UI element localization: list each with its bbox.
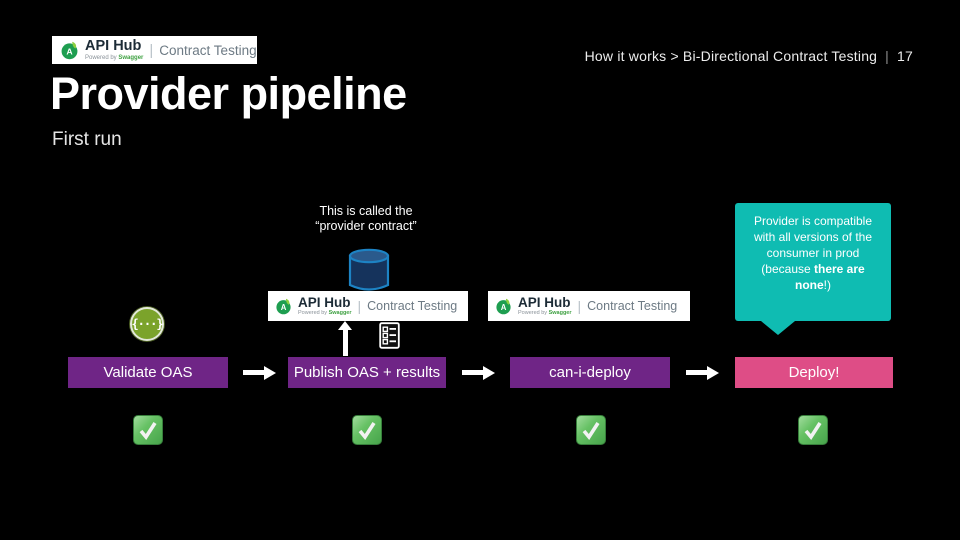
logo-suffix: Contract Testing <box>587 299 678 313</box>
logo-product-name: API Hub <box>85 38 142 55</box>
breadcrumb-text: How it works > Bi-Directional Contract T… <box>584 48 878 64</box>
callout-tail <box>761 321 795 335</box>
step-deploy: Deploy! <box>735 357 893 388</box>
svg-text:A: A <box>66 46 73 56</box>
step-publish-oas-results: Publish OAS + results <box>288 357 446 388</box>
checkmark-icon <box>798 415 828 445</box>
checklist-icon <box>379 322 400 349</box>
logo-wordmark: API Hub Powered by Swagger <box>298 296 352 316</box>
callout-text: Provider is compatible with all versions… <box>753 214 873 276</box>
logo-divider: | <box>357 298 362 314</box>
step-label: can-i-deploy <box>549 364 631 381</box>
logo-divider: | <box>577 298 582 314</box>
api-hub-badge: A API Hub Powered by Swagger | Contract … <box>52 36 257 64</box>
logo-wordmark: API Hub Powered by Swagger <box>518 296 572 316</box>
annotation-line2: “provider contract” <box>315 219 417 233</box>
arrow-up-icon <box>338 321 352 356</box>
logo-wordmark: API Hub Powered by Swagger <box>85 39 143 61</box>
annotation-line1: This is called the <box>319 204 413 218</box>
arrow-right-icon <box>462 365 495 380</box>
checkmark-icon <box>352 415 382 445</box>
callout-text-end: !) <box>823 278 831 292</box>
subtitle: First run <box>52 129 122 150</box>
breadcrumb-divider: | <box>885 48 890 64</box>
step-validate-oas: Validate OAS <box>68 357 228 388</box>
callout-provider-compatible: Provider is compatible with all versions… <box>735 203 891 335</box>
logo-suffix: Contract Testing <box>367 299 458 313</box>
logo-suffix: Contract Testing <box>159 42 257 58</box>
page-number: 17 <box>897 48 913 64</box>
checkmark-icon <box>133 415 163 445</box>
annotation-provider-contract: This is called the “provider contract” <box>281 204 451 234</box>
step-can-i-deploy: can-i-deploy <box>510 357 670 388</box>
logo-powered-by: Powered by Swagger <box>518 309 572 316</box>
step-label: Publish OAS + results <box>293 364 441 381</box>
api-hub-logo-icon: A <box>496 298 511 314</box>
page-title: Provider pipeline <box>50 68 407 119</box>
svg-text:A: A <box>501 303 507 312</box>
logo-product-name: API Hub <box>298 295 351 310</box>
arrow-right-icon <box>243 365 276 380</box>
logo-powered-by: Powered by Swagger <box>85 54 144 61</box>
breadcrumb: How it works > Bi-Directional Contract T… <box>585 48 913 64</box>
api-hub-badge-canideploy: A API Hub Powered by Swagger | Contract … <box>488 291 690 321</box>
database-icon <box>348 248 390 291</box>
svg-text:A: A <box>281 303 287 312</box>
arrow-right-icon <box>686 365 719 380</box>
openapi-icon: {···} <box>130 307 164 341</box>
checkmark-icon <box>576 415 606 445</box>
api-hub-logo-icon: A <box>61 41 78 59</box>
step-label: Validate OAS <box>103 364 193 381</box>
api-hub-badge-publish: A API Hub Powered by Swagger | Contract … <box>268 291 468 321</box>
api-hub-logo-icon: A <box>276 298 291 314</box>
logo-divider: | <box>149 41 154 59</box>
step-label: Deploy! <box>788 364 840 381</box>
logo-powered-by: Powered by Swagger <box>298 309 352 316</box>
logo-product-name: API Hub <box>518 295 571 310</box>
callout-text-bold: there are none <box>794 262 865 292</box>
